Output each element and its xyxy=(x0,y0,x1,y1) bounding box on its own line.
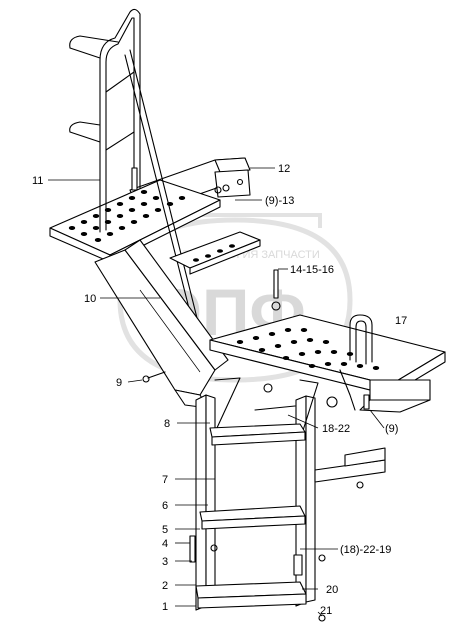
callout-6: 6 xyxy=(162,500,168,512)
bracket-part-12 xyxy=(214,169,251,198)
callout-9b: (9) xyxy=(385,423,398,435)
callout-4: 4 xyxy=(162,538,168,550)
callout-3: 3 xyxy=(162,556,168,568)
callout-14-15-16: 14-15-16 xyxy=(290,264,334,276)
callouts: 11 12 (9)-13 14-15-16 10 17 9 8 18-22 (9… xyxy=(32,163,407,617)
callout-12: 12 xyxy=(278,163,290,175)
callout-5: 5 xyxy=(162,524,168,536)
middle-step xyxy=(169,231,281,311)
bolt-9 xyxy=(142,371,166,383)
callout-10: 10 xyxy=(84,293,96,305)
callout-9: 9 xyxy=(116,377,122,389)
callout-17: 17 xyxy=(395,315,407,327)
grab-handle xyxy=(326,314,373,411)
callout-7: 7 xyxy=(162,474,168,486)
ladder xyxy=(189,377,386,622)
bolt-13 xyxy=(131,167,222,194)
callout-21: 21 xyxy=(320,605,332,617)
callout-11: 11 xyxy=(32,175,43,187)
callout-8: 8 xyxy=(164,418,170,430)
callout-18-22: 18-22 xyxy=(322,423,350,435)
callout-2: 2 xyxy=(162,580,168,592)
callout-13: (9)-13 xyxy=(265,195,294,207)
callout-18-22-19: (18)-22-19 xyxy=(340,544,391,556)
callout-1: 1 xyxy=(162,601,168,613)
callout-20: 20 xyxy=(326,584,338,596)
leader-lines xyxy=(48,167,385,617)
stringer xyxy=(94,239,229,409)
bolt-9b xyxy=(363,394,370,410)
lower-platform-holes xyxy=(236,328,380,370)
